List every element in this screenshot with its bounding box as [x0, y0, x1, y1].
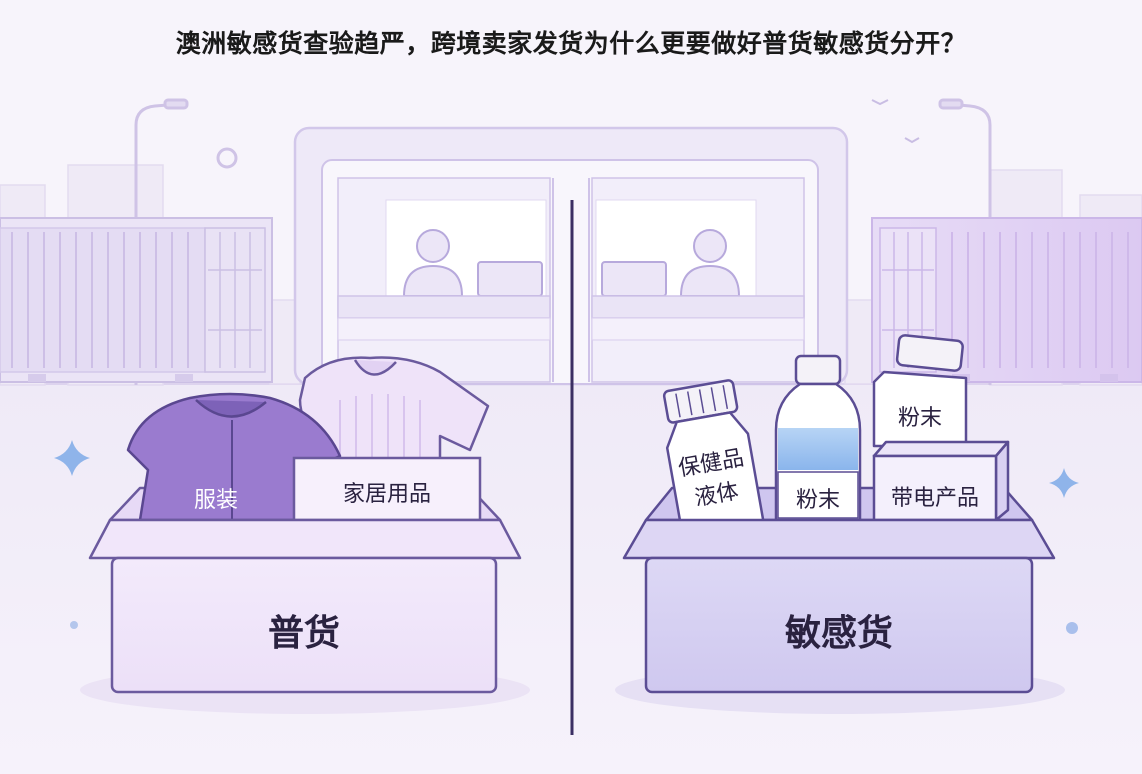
street-lamp-right [938, 98, 992, 385]
powder-jar-icon [872, 334, 968, 448]
supplement-bottle-icon [662, 379, 765, 536]
sparkle-icon [1049, 468, 1079, 498]
item-label-clothing: 服装 [193, 488, 238, 513]
circle-decoration [216, 147, 238, 169]
general-goods-label: 普货 [267, 613, 340, 654]
item-label-electronics: 带电产品 [890, 486, 979, 511]
page-title: 澳洲敏感货查验趋严，跨境卖家发货为什么更要做好普货敏感货分开？ [175, 29, 967, 58]
jacket-icon [126, 392, 342, 522]
dot-decoration [1066, 622, 1078, 634]
general-goods-box [88, 356, 522, 694]
street-lamp-left [134, 98, 189, 385]
water-bottle-icon [774, 354, 862, 522]
sparkle-icon [54, 440, 90, 476]
shipping-container-left [0, 217, 273, 383]
sensitive-goods-label: 敏感货 [784, 613, 893, 654]
item-label-powder-jar: 粉末 [897, 406, 942, 431]
bird-icon [871, 99, 920, 144]
officer-right-icon [601, 229, 741, 297]
electronics-box-icon [872, 440, 1010, 522]
sensitive-goods-box [622, 334, 1056, 694]
item-label-household: 家居用品 [342, 482, 431, 507]
dot-decoration [70, 621, 78, 629]
item-label-powder-bottle: 粉末 [795, 488, 840, 513]
